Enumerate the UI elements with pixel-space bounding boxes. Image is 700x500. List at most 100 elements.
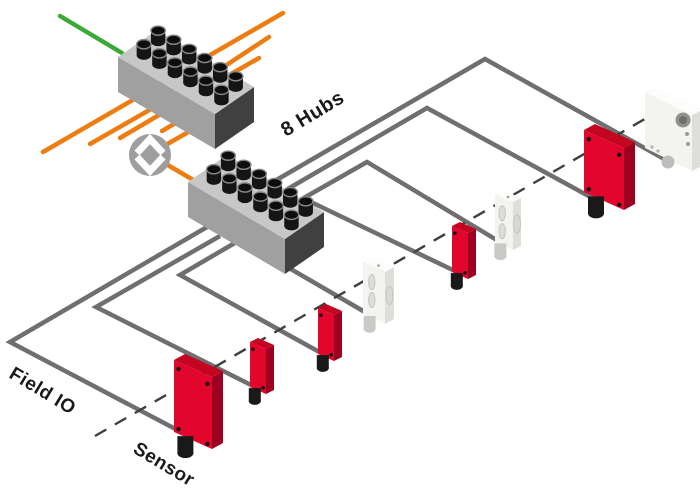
hub-port-top [220, 150, 237, 161]
device-connector [248, 397, 261, 405]
screw-hole [656, 149, 660, 153]
device-connector [450, 273, 463, 287]
device-side-face [692, 111, 700, 171]
hub-port-top [150, 25, 167, 36]
orange-cable [163, 161, 198, 184]
hub-port-top [297, 195, 314, 207]
hub-port [214, 96, 229, 106]
screw-hole [176, 426, 181, 432]
orange-cable [202, 10, 286, 61]
hubs-label: 8 Hubs [277, 87, 348, 142]
hub-port [198, 87, 214, 97]
indicator-dot [685, 132, 689, 136]
device-top-face [250, 338, 274, 349]
hub-port-top [266, 177, 283, 189]
device-connector [450, 282, 463, 290]
hub-block-2 [188, 150, 324, 274]
hub-port-top [181, 43, 198, 55]
screw-hole [617, 202, 622, 208]
hub-side-face [285, 212, 324, 274]
hub-port [284, 221, 299, 231]
device-top-face [452, 222, 476, 233]
red-sensor-large [174, 354, 223, 459]
hub-sensor-cable [312, 200, 458, 275]
red-sensor-small [450, 222, 476, 290]
hub-port [267, 189, 282, 199]
indicator-slot [498, 205, 506, 222]
device-top-face [174, 354, 223, 377]
orange-cable [219, 34, 272, 71]
device-side-face [624, 142, 635, 210]
hub-side-face [215, 87, 254, 149]
hub-port [220, 162, 236, 172]
hub-sensor-cable [175, 235, 325, 356]
hub-port-top [251, 168, 268, 180]
hub-port [236, 171, 251, 181]
sensor-axis-line [94, 114, 651, 438]
hub-port [228, 82, 243, 92]
hub-port-top [196, 52, 213, 64]
lens-slot [385, 286, 394, 305]
hub-port-top [283, 209, 300, 221]
screw-hole [176, 366, 181, 372]
device-connector [363, 316, 376, 329]
hub-front-face [188, 182, 285, 274]
hub-port [197, 64, 212, 74]
hub-port [136, 50, 152, 60]
screw-hole [617, 152, 622, 158]
indicator-slot [498, 223, 506, 240]
hub-port [213, 73, 228, 83]
device-front-face [174, 360, 212, 449]
hub-port-top [165, 34, 182, 46]
device-top-face [318, 304, 342, 315]
white-sensor-small [363, 257, 394, 333]
hub-front-face [118, 57, 215, 149]
hub-port-top [237, 182, 253, 193]
hub-port-top [182, 66, 199, 77]
lens-slot [512, 214, 522, 234]
device-connector [363, 325, 376, 333]
sensors [174, 87, 700, 459]
hub-sensor-cable [91, 234, 257, 390]
device-connector [494, 252, 507, 261]
hub-port-top [213, 84, 230, 96]
top-screw [377, 264, 380, 267]
hub-to-sensor-cables [5, 56, 668, 436]
white-sensor-small [494, 190, 522, 261]
device-side-face [468, 229, 476, 279]
hub-port [268, 212, 284, 222]
screw-hole [586, 186, 591, 192]
screw-hole [205, 441, 210, 447]
hub-port-top [151, 48, 168, 59]
hub-port [253, 202, 268, 213]
device-connector [661, 155, 675, 169]
device-top-face [584, 124, 635, 148]
hub-block-1 [118, 25, 254, 149]
hub-port [283, 198, 298, 208]
hub-port [150, 37, 166, 47]
data-exchange-icon-circle [129, 134, 171, 176]
hub-port-top [268, 200, 284, 212]
white-sensor-large [645, 87, 700, 171]
device-side-face [266, 345, 274, 394]
hub-sensor-cable [284, 105, 598, 202]
screw-hole [261, 385, 265, 390]
device-top-face [645, 87, 700, 115]
hub-port [251, 180, 267, 190]
hub-port-top [135, 38, 152, 50]
hub-port [152, 59, 167, 69]
indicator-dot [686, 142, 690, 146]
device-connector [588, 208, 604, 219]
screw-hole [586, 136, 591, 142]
red-sensor-small [248, 338, 274, 405]
hub-port-top [167, 57, 183, 68]
screw-hole [650, 145, 654, 149]
device-front-face [318, 308, 334, 361]
screw-hole [329, 352, 333, 357]
up-arrow-icon [134, 133, 166, 156]
red-sensor-large [584, 124, 635, 219]
screw-hole [463, 270, 467, 275]
down-arrow-icon [134, 154, 166, 177]
hub-port [181, 55, 197, 65]
hub-port [298, 207, 313, 217]
